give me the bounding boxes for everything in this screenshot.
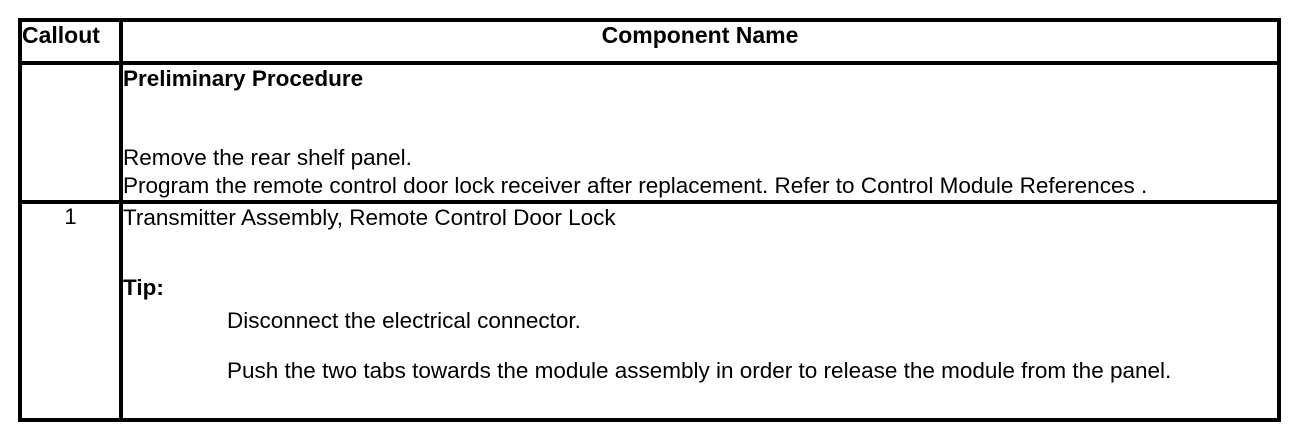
column-header-callout: Callout	[18, 18, 123, 65]
table-header: Callout Component Name	[18, 18, 1281, 65]
table-header-row: Callout Component Name	[18, 18, 1281, 65]
callout-number-cell	[18, 61, 123, 204]
column-header-component-name: Component Name	[119, 18, 1281, 65]
table-row: Preliminary Procedure Remove the rear sh…	[18, 61, 1281, 204]
spacer	[123, 335, 1277, 357]
spacer	[123, 232, 1277, 274]
preliminary-procedure-heading: Preliminary Procedure	[123, 66, 364, 91]
callout-number-cell: 1	[18, 200, 123, 422]
component-callout-table: Callout Component Name Preliminary Proce…	[18, 18, 1281, 422]
component-detail-cell: Transmitter Assembly, Remote Control Doo…	[119, 200, 1281, 422]
component-title: Transmitter Assembly, Remote Control Doo…	[123, 205, 616, 230]
table-row: 1 Transmitter Assembly, Remote Control D…	[18, 200, 1281, 422]
preliminary-step-line: Program the remote control door lock rec…	[123, 173, 1148, 198]
tip-step-line: Disconnect the electrical connector.	[227, 308, 581, 333]
preliminary-procedure-cell: Preliminary Procedure Remove the rear sh…	[119, 61, 1281, 204]
spacer	[123, 92, 1277, 144]
preliminary-step-line: Remove the rear shelf panel.	[123, 145, 412, 170]
tip-step-line: Push the two tabs towards the module ass…	[227, 358, 1172, 383]
table-body: Preliminary Procedure Remove the rear sh…	[18, 61, 1281, 422]
tip-label: Tip:	[123, 275, 164, 300]
